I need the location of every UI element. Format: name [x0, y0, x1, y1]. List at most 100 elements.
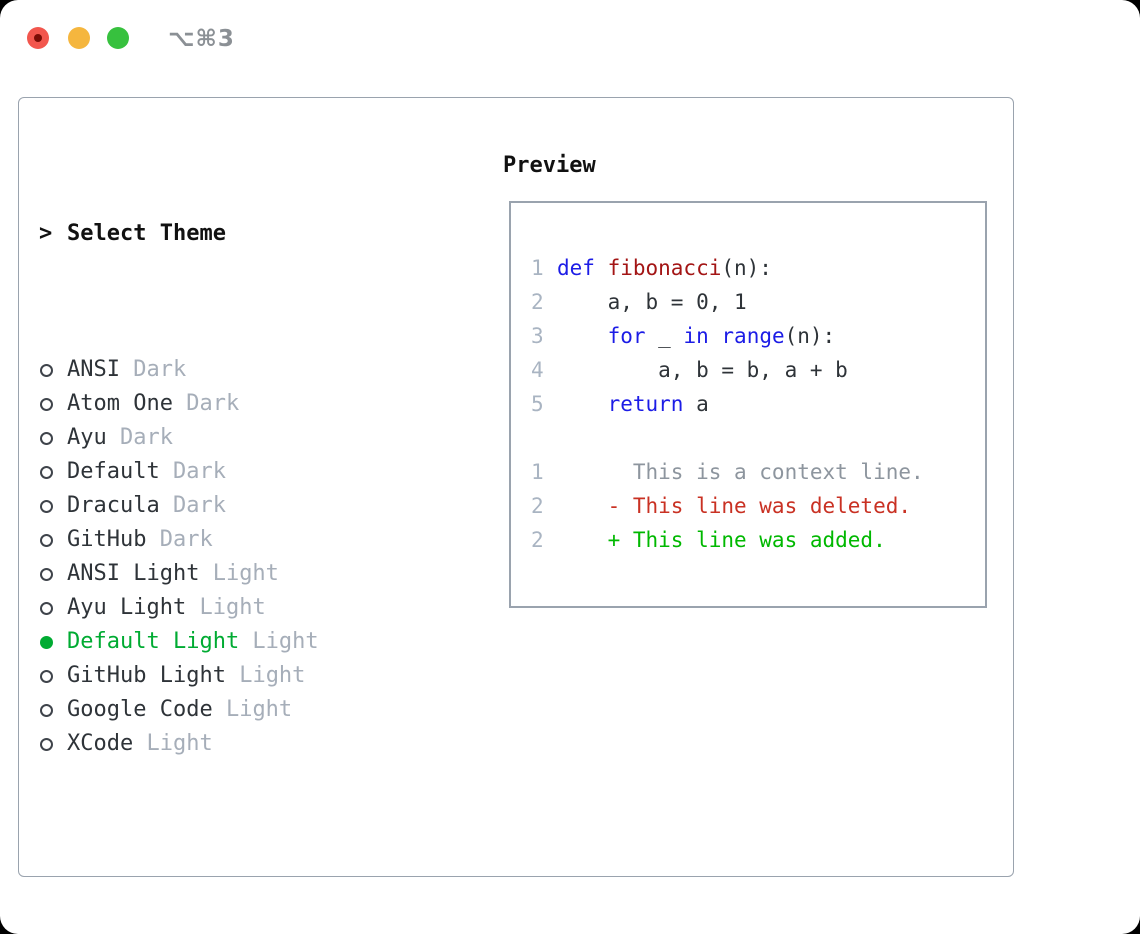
code-line: 1 def fibonacci(n):: [531, 251, 981, 285]
theme-name: Google Code: [67, 697, 213, 722]
close-button-icon[interactable]: [27, 27, 49, 49]
theme-variant-tag: Light: [186, 595, 266, 620]
code-line: 1 This is a context line.: [531, 455, 981, 489]
theme-name: GitHub: [67, 527, 147, 552]
theme-name: ANSI Light: [67, 561, 200, 586]
theme-name: Default: [67, 459, 160, 484]
theme-option[interactable]: Ayu Light Light: [39, 591, 489, 625]
select-theme-header: > Select Theme: [39, 217, 489, 251]
line-number: 1: [531, 460, 544, 484]
radio-icon: [40, 363, 53, 377]
title-bar: ⌥⌘3: [0, 0, 1140, 76]
theme-name: XCode: [67, 731, 134, 756]
theme-variant-tag: Light: [133, 731, 213, 756]
code-token: (n):: [721, 256, 772, 280]
window-title: ⌥⌘3: [168, 26, 235, 52]
theme-option[interactable]: Dracula Dark: [39, 489, 489, 523]
code-token: for: [607, 324, 646, 348]
spacer: [39, 863, 489, 897]
theme-option[interactable]: XCode Light: [39, 727, 489, 761]
radio-icon: [40, 397, 53, 411]
theme-variant-tag: Light: [225, 663, 306, 688]
code-line: 3 for _ in range(n):: [531, 319, 981, 353]
theme-variant-tag: Dark: [106, 425, 173, 450]
code-token: return: [607, 392, 684, 416]
code-token: a, b = b, a + b: [557, 358, 848, 382]
theme-option[interactable]: Default Light Light: [39, 625, 489, 659]
radio-icon: [40, 703, 53, 717]
code-token: - This line was deleted.: [557, 494, 912, 518]
code-token: range: [721, 324, 785, 348]
code-line: 2 + This line was added.: [531, 523, 981, 557]
code-line: 4 a, b = b, a + b: [531, 353, 981, 387]
theme-option[interactable]: GitHub Dark: [39, 523, 489, 557]
code-token: [709, 319, 722, 353]
theme-variant-tag: Dark: [172, 391, 240, 416]
theme-option[interactable]: Google Code Light: [39, 693, 489, 727]
zoom-button-icon[interactable]: [107, 27, 129, 49]
theme-option[interactable]: Ayu Dark: [39, 421, 489, 455]
line-number: 2: [531, 494, 544, 518]
radio-icon: [40, 737, 53, 751]
code-token: + This line was added.: [557, 528, 886, 552]
radio-icon: [40, 431, 53, 445]
theme-name: Dracula: [67, 493, 160, 518]
theme-name: GitHub Light: [67, 663, 226, 688]
code-token: in: [683, 324, 709, 348]
line-number: 4: [531, 358, 544, 382]
code-line: [531, 421, 981, 455]
theme-variant-tag: Dark: [159, 493, 226, 518]
theme-name: Atom One: [67, 391, 173, 416]
theme-name: Ayu: [67, 425, 107, 450]
theme-variant-tag: Light: [199, 561, 279, 586]
radio-icon: [40, 601, 53, 615]
radio-icon: [40, 567, 53, 581]
theme-variant-tag: Light: [212, 697, 293, 722]
close-dot-icon: [34, 34, 42, 42]
code-token: a, b = 0, 1: [557, 290, 747, 314]
code-token: (n):: [784, 324, 836, 348]
line-number: 5: [531, 392, 544, 416]
code-token: a: [683, 392, 709, 416]
focus-caret-icon: >: [39, 221, 53, 246]
radio-icon: [40, 669, 53, 683]
theme-name: Default Light: [67, 629, 240, 654]
theme-name: Ayu Light: [67, 595, 187, 620]
theme-option[interactable]: Atom One Dark: [39, 387, 489, 421]
theme-option[interactable]: GitHub Light Light: [39, 659, 489, 693]
code-token: [557, 387, 608, 421]
theme-name: ANSI: [67, 357, 120, 382]
theme-option[interactable]: ANSI Dark: [39, 353, 489, 387]
code-line: 2 - This line was deleted.: [531, 489, 981, 523]
line-number: 1: [531, 256, 544, 280]
theme-option[interactable]: Default Dark: [39, 455, 489, 489]
radio-icon: [40, 533, 53, 547]
code-token: [557, 319, 608, 353]
select-theme-title: Select Theme: [67, 221, 226, 246]
theme-variant-tag: Dark: [159, 459, 226, 484]
code-token: _: [645, 324, 684, 348]
radio-icon: [40, 499, 53, 513]
code-line: 5 return a: [531, 387, 981, 421]
code-token: fibonacci: [607, 256, 722, 280]
theme-option[interactable]: ANSI Light Light: [39, 557, 489, 591]
theme-variant-tag: Dark: [119, 357, 187, 382]
theme-variant-tag: Dark: [146, 527, 213, 552]
theme-variant-tag: Light: [239, 629, 319, 654]
radio-icon: [40, 465, 53, 479]
preview-title: Preview: [503, 153, 596, 178]
radio-selected-icon: [40, 635, 53, 649]
minimize-button-icon[interactable]: [68, 27, 90, 49]
line-number: 2: [531, 528, 544, 552]
line-number: [531, 421, 557, 455]
code-token: def: [557, 256, 608, 280]
line-number: 3: [531, 324, 544, 348]
code-line: 2 a, b = 0, 1: [531, 285, 981, 319]
line-number: 2: [531, 290, 544, 314]
